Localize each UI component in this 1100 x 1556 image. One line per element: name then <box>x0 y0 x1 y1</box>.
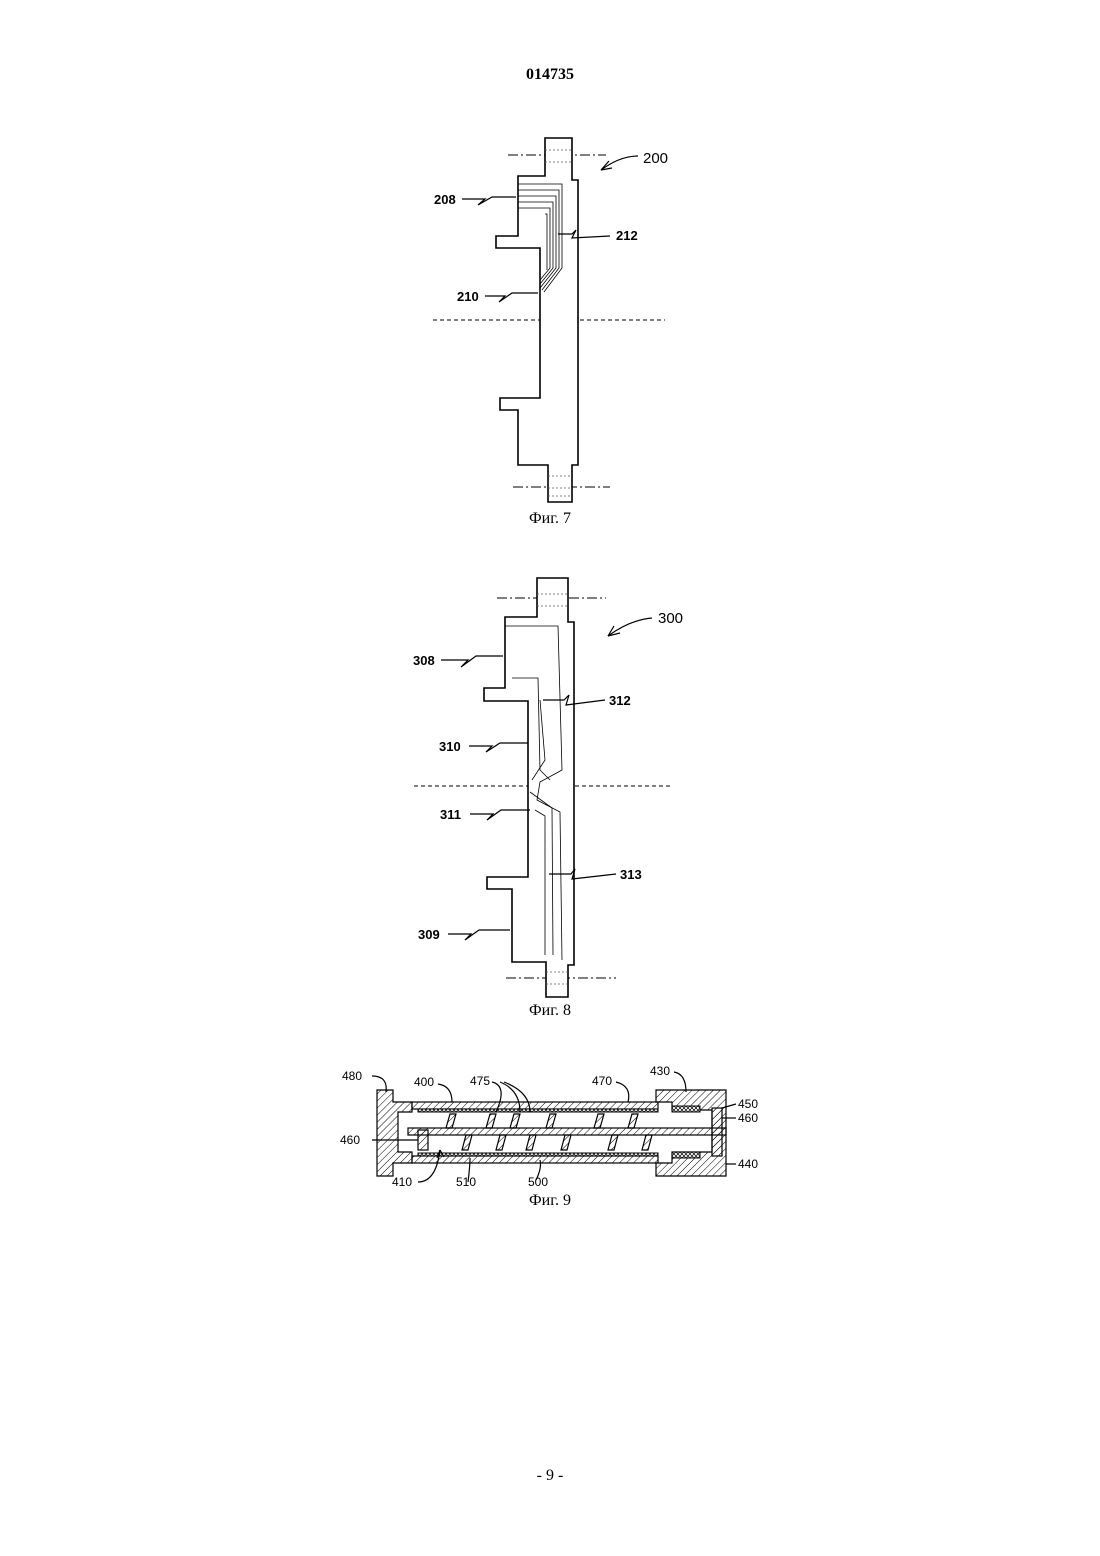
fig9-end-cap-480 <box>377 1090 412 1176</box>
fig9-label-400: 400 <box>414 1075 434 1089</box>
fig9-label-500: 500 <box>528 1175 548 1189</box>
fig9-tube-bottom <box>412 1156 658 1163</box>
fig7-label-200: 200 <box>643 150 668 167</box>
fig8-label-311: 311 <box>440 807 461 822</box>
figure-9-drawing: 480 400 475 470 430 450 460 460 440 410 … <box>340 1064 758 1189</box>
figure-8-caption: Фиг. 8 <box>0 1002 1100 1020</box>
fig9-label-480: 480 <box>342 1069 362 1083</box>
page-number: - 9 - <box>0 1467 1100 1485</box>
fig9-shaft-470 <box>408 1128 726 1135</box>
fig8-label-300: 300 <box>658 610 683 627</box>
fig9-label-470: 470 <box>592 1074 612 1088</box>
fig9-label-460-left: 460 <box>340 1133 360 1147</box>
fig7-label-208: 208 <box>434 192 456 207</box>
fig9-tube-top <box>412 1102 658 1109</box>
figure-9-caption: Фиг. 9 <box>0 1192 1100 1210</box>
fig9-label-410: 410 <box>392 1175 412 1189</box>
fig9-label-510: 510 <box>456 1175 476 1189</box>
fig9-label-430: 430 <box>650 1064 670 1078</box>
fig8-label-308: 308 <box>413 653 435 668</box>
figure-8-drawing: 300 308 312 310 311 313 309 <box>413 578 683 997</box>
fig9-label-450: 450 <box>738 1097 758 1111</box>
fig7-label-212: 212 <box>616 228 638 243</box>
fig8-label-309: 309 <box>418 927 440 942</box>
figure-7-drawing: 200 208 212 210 <box>433 138 668 502</box>
fig8-label-313: 313 <box>620 867 642 882</box>
fig8-label-310: 310 <box>439 739 461 754</box>
figure-7-caption: Фиг. 7 <box>0 510 1100 528</box>
fig8-part-outline <box>484 578 574 997</box>
fig9-label-475: 475 <box>470 1074 490 1088</box>
fig7-part-outline <box>496 138 578 502</box>
fig9-label-460-right: 460 <box>738 1111 758 1125</box>
fig9-label-440: 440 <box>738 1157 758 1171</box>
fig8-label-312: 312 <box>609 693 631 708</box>
fig7-label-210: 210 <box>457 289 479 304</box>
